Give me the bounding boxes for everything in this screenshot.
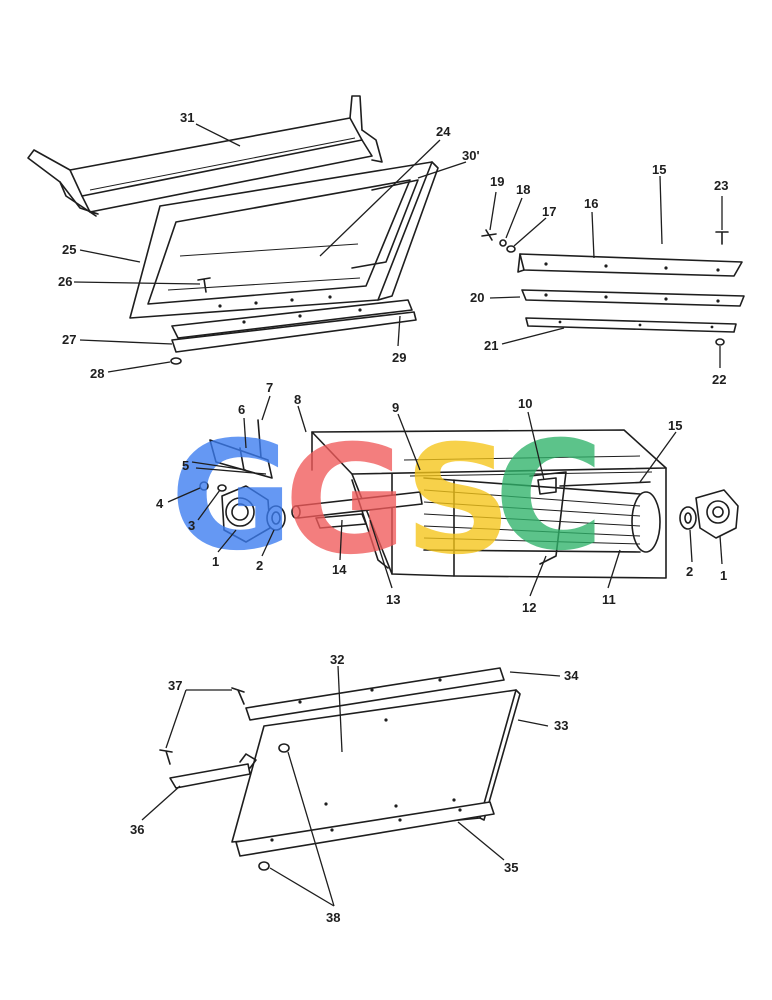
- watermark-letter-2: G: [284, 414, 407, 588]
- part-6-bracket: [209, 439, 273, 479]
- callout-21: 21: [484, 338, 498, 353]
- callout-15-mid: 15: [668, 418, 682, 433]
- part-24-frame: [129, 161, 439, 319]
- part-23-screw: [715, 231, 729, 245]
- part-37-screw-a: [231, 687, 245, 705]
- callout-11: 11: [602, 592, 616, 607]
- lid-assembly: [27, 95, 439, 365]
- callout-3: 3: [188, 518, 195, 533]
- callout-27: 27: [62, 332, 76, 347]
- callout-29: 29: [392, 350, 406, 365]
- callout-24: 24: [436, 124, 451, 139]
- part-2-left-collar: [266, 505, 286, 531]
- part-31-top-rail: [27, 95, 383, 217]
- callout-20: 20: [470, 290, 484, 305]
- part-38-nut-a: [278, 743, 290, 753]
- part-19-bolt: [481, 229, 497, 241]
- part-1-left-bearing: [221, 485, 271, 543]
- callout-7: 7: [266, 380, 273, 395]
- part-35-strip: [235, 801, 495, 857]
- callout-9: 9: [392, 400, 399, 415]
- callout-34: 34: [564, 668, 579, 683]
- part-15-bar: [559, 481, 651, 487]
- watermark-letter-4: C: [494, 410, 604, 584]
- callout-22: 22: [712, 372, 726, 387]
- part-8-housing: [311, 429, 667, 579]
- callout-2-left: 2: [256, 558, 263, 573]
- strip-assembly: [481, 229, 745, 346]
- part-14-shaft: [291, 491, 423, 529]
- callout-17: 17: [542, 204, 556, 219]
- callout-28: 28: [90, 366, 104, 381]
- leader-lines: [73, 123, 723, 907]
- callout-15-top: 15: [652, 162, 666, 177]
- part-29-bottom-rail: [171, 299, 417, 353]
- part-16-strip: [517, 253, 743, 277]
- callout-31: 31: [180, 110, 194, 125]
- part-3-washer: [217, 484, 227, 492]
- callout-38: 38: [326, 910, 340, 925]
- watermark: G G S C: [170, 410, 604, 588]
- callout-12: 12: [522, 600, 536, 615]
- callout-13: 13: [386, 592, 400, 607]
- callout-19: 19: [490, 174, 504, 189]
- part-18-washer: [499, 239, 507, 247]
- callout-14: 14: [332, 562, 347, 577]
- part-36-bar: [169, 753, 257, 789]
- callout-25: 25: [62, 242, 76, 257]
- callout-37: 37: [168, 678, 182, 693]
- part-11-blower-wheel: [423, 477, 661, 553]
- part-1-right-bearing: [695, 489, 739, 539]
- blower-assembly: [199, 419, 739, 579]
- callout-16: 16: [584, 196, 598, 211]
- part-37-screw-b: [159, 749, 173, 765]
- part-12-plate: [529, 471, 567, 565]
- callout-23: 23: [714, 178, 728, 193]
- part-10-bracket: [537, 477, 557, 495]
- callout-1-right: 1: [720, 568, 727, 583]
- watermark-letter-3: S: [404, 414, 512, 588]
- part-2-right-collar: [679, 506, 697, 530]
- part-26-screw: [197, 277, 211, 293]
- part-20-strip: [521, 289, 745, 307]
- callout-33: 33: [554, 718, 568, 733]
- callout-labels: 31 24 30' 25 26 27 28 29 19 18 17 16 15 …: [58, 110, 728, 925]
- callout-5: 5: [182, 458, 189, 473]
- part-22-nut: [715, 338, 725, 346]
- callout-4: 4: [156, 496, 164, 511]
- watermark-letter-1: G: [170, 410, 293, 584]
- callout-1-left: 1: [212, 554, 219, 569]
- callout-30: 30': [462, 148, 480, 163]
- callout-2-right: 2: [686, 564, 693, 579]
- part-28-nut: [170, 357, 182, 365]
- callout-35: 35: [504, 860, 518, 875]
- part-17-lockwasher: [506, 245, 516, 253]
- callout-36: 36: [130, 822, 144, 837]
- part-38-nut-b: [258, 861, 270, 871]
- part-34-strip: [245, 667, 505, 721]
- callout-8: 8: [294, 392, 301, 407]
- callout-18: 18: [516, 182, 530, 197]
- callout-32: 32: [330, 652, 344, 667]
- callout-6: 6: [238, 402, 245, 417]
- part-4-nut: [199, 481, 209, 491]
- callout-10: 10: [518, 396, 532, 411]
- callout-26: 26: [58, 274, 72, 289]
- part-21-strip: [525, 317, 737, 333]
